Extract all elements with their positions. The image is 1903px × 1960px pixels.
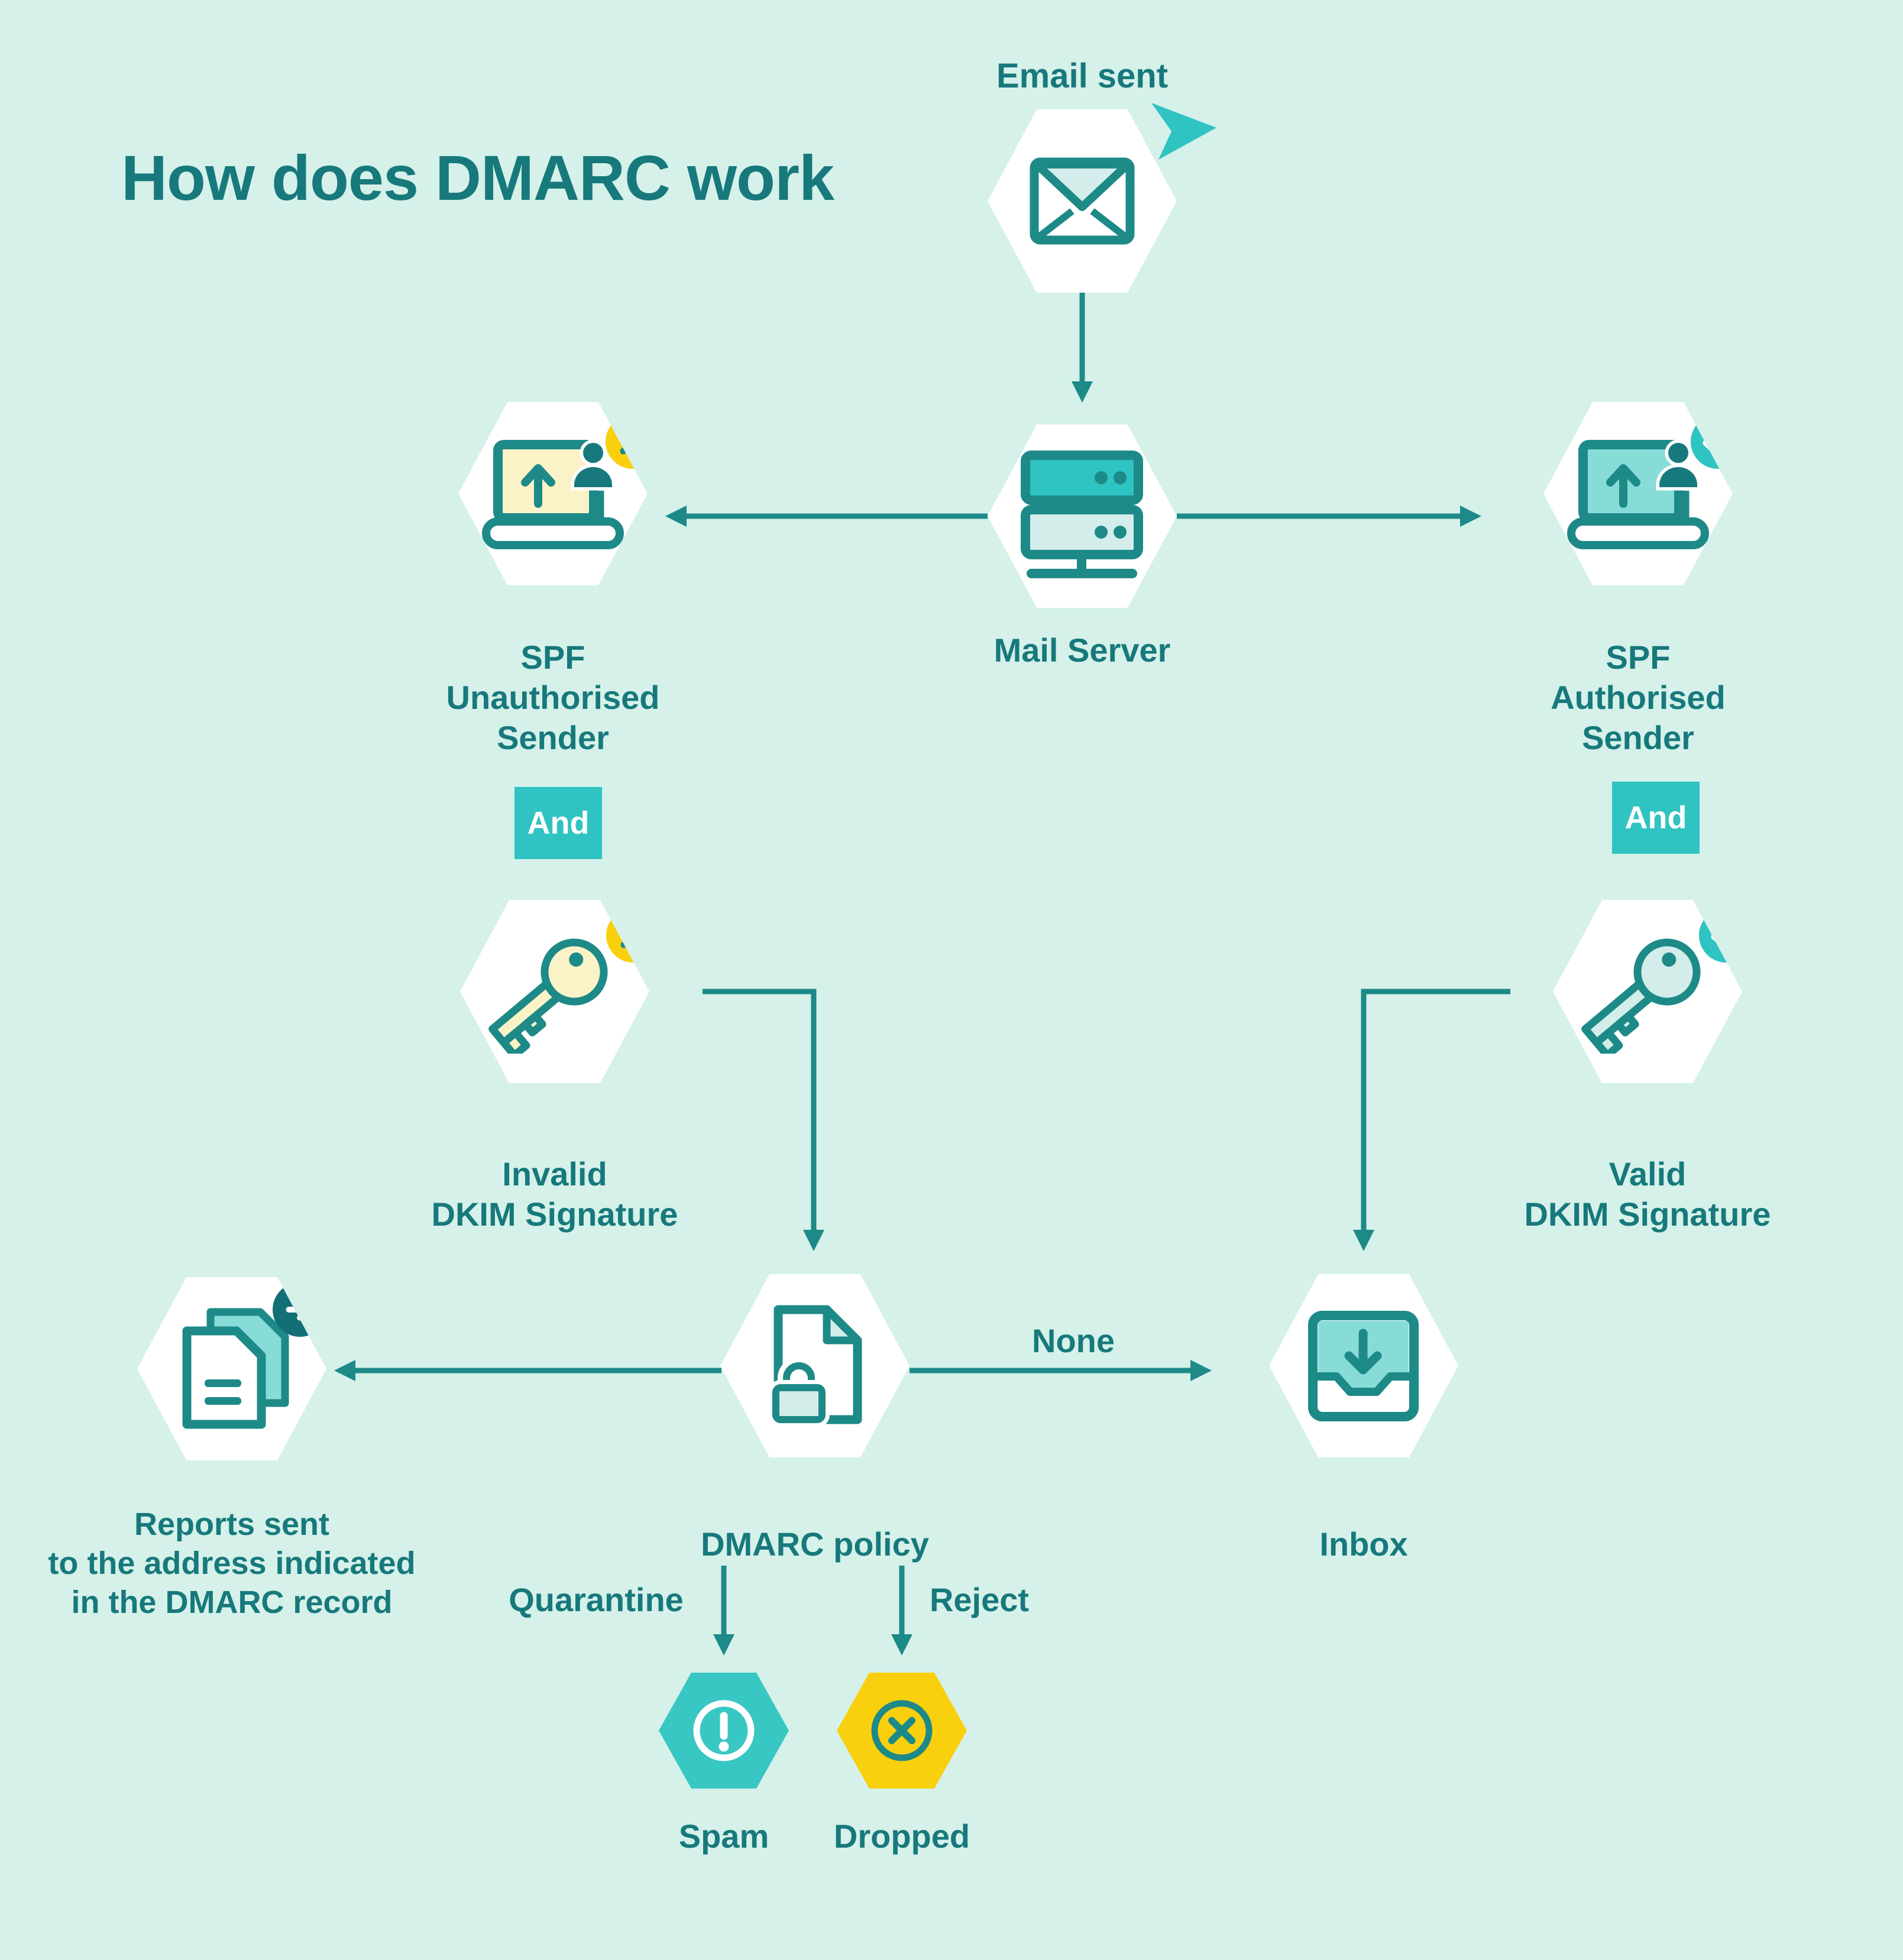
edge-valid-dkim-to-inbox-arrowhead — [1353, 1230, 1374, 1251]
server-icon — [1021, 451, 1143, 578]
invalid-dkim-label-line2: DKIM Signature — [431, 1196, 678, 1233]
mail-server-label: Mail Server — [993, 631, 1171, 669]
edge-invalid-dkim-to-dmarc-policy — [703, 989, 817, 1230]
key-icon — [488, 938, 608, 1054]
spf-unauthorised-label-line3: Sender — [497, 719, 609, 756]
edge-dmarc-policy-to-dropped-arrowhead — [891, 1634, 912, 1656]
spf-authorised-label-line1: SPF — [1606, 639, 1671, 676]
envelope-icon — [1030, 157, 1135, 245]
and-connector-left: And — [514, 787, 602, 859]
cross-circle-icon — [871, 1700, 933, 1761]
spf-unauthorised-label: SPF Unauthorised Sender — [435, 637, 671, 758]
edge-mailserver-to-spf-unauthorised-arrowhead — [665, 506, 687, 527]
edge-invalid-dkim-to-dmarc-policy-arrowhead — [803, 1230, 824, 1251]
valid-dkim-label-line1: Valid — [1609, 1155, 1687, 1193]
none-edge-label: None — [1032, 1322, 1115, 1359]
documents-icon — [182, 1308, 289, 1429]
spf-authorised-label: SPF Authorised Sender — [1520, 637, 1756, 758]
send-plane-icon — [1151, 103, 1216, 160]
invalid-dkim-label: Invalid DKIM Signature — [377, 1154, 732, 1235]
edge-dmarc-policy-to-reports-arrowhead — [334, 1360, 355, 1381]
reports-label: Reports sent to the address indicated in… — [35, 1505, 428, 1622]
reports-label-line3: in the DMARC record — [71, 1585, 393, 1620]
edge-email-to-mailserver-arrowhead — [1072, 381, 1093, 403]
dmarc-policy-label: DMARC policy — [701, 1525, 929, 1563]
spf-unauthorised-label-line2: Unauthorised — [446, 679, 660, 716]
spf-authorised-label-line2: Authorised — [1551, 679, 1726, 716]
laptop-upload-icon — [482, 439, 624, 549]
reports-label-line2: to the address indicated — [48, 1546, 416, 1581]
reports-label-line1: Reports sent — [134, 1507, 330, 1542]
edge-dmarc-policy-to-inbox-arrowhead — [1190, 1360, 1212, 1381]
dropped-node — [837, 1673, 967, 1789]
key-icon — [1581, 938, 1701, 1054]
page-title: How does DMARC work — [121, 142, 834, 213]
spf-authorised-label-line3: Sender — [1582, 719, 1694, 756]
exclamation-circle-icon — [693, 1700, 755, 1761]
spam-label: Spam — [678, 1818, 769, 1855]
email-sent-label: Email sent — [996, 57, 1169, 95]
edge-valid-dkim-to-inbox — [1361, 989, 1510, 1230]
quarantine-edge-label: Quarantine — [509, 1581, 684, 1618]
laptop-upload-icon — [1567, 439, 1709, 549]
valid-dkim-label-line2: DKIM Signature — [1524, 1196, 1771, 1233]
reject-edge-label: Reject — [929, 1581, 1030, 1618]
inbox-label: Inbox — [1319, 1525, 1408, 1563]
edge-mailserver-to-spf-authorised-arrowhead — [1460, 506, 1481, 527]
invalid-dkim-label-line1: Invalid — [502, 1155, 607, 1193]
edge-dmarc-policy-to-spam-arrowhead — [713, 1634, 734, 1656]
spam-node — [659, 1673, 789, 1789]
inbox-tray-icon — [1308, 1311, 1419, 1421]
and-connector-right: And — [1612, 782, 1700, 854]
dropped-label: Dropped — [833, 1818, 970, 1855]
valid-dkim-label: Valid DKIM Signature — [1470, 1154, 1825, 1235]
spf-unauthorised-label-line1: SPF — [520, 639, 585, 676]
document-lock-icon — [768, 1305, 862, 1427]
